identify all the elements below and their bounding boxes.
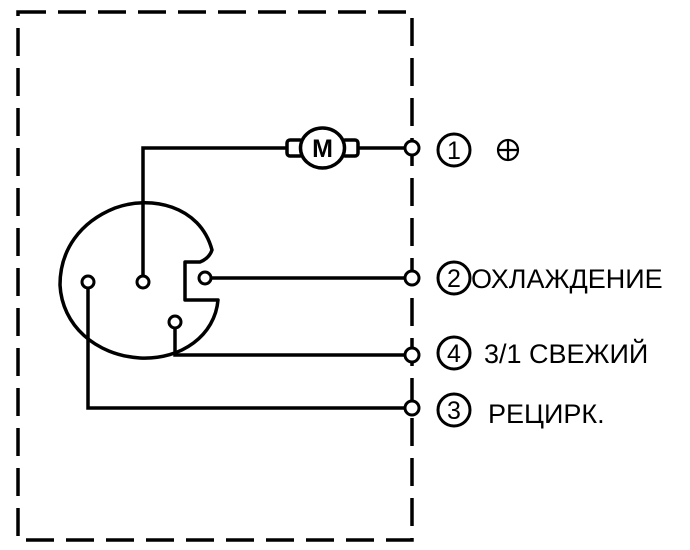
terminal-label-1: 1	[436, 132, 520, 168]
wire-switch-to-motor	[141, 146, 289, 284]
switch-pin-recirc	[80, 274, 96, 290]
switch-pin-common	[135, 274, 151, 290]
terminal-number: 4	[447, 340, 461, 368]
housing-outline	[16, 10, 414, 542]
terminal-number-ring	[436, 335, 472, 371]
terminal-point-1	[403, 139, 421, 157]
terminal-label-2: 2 ОХЛАЖДЕНИЕ	[436, 260, 663, 296]
terminal-label-text: РЕЦИРК.	[488, 399, 605, 429]
terminal-number-ring	[436, 260, 472, 296]
terminal-label-text: ОХЛАЖДЕНИЕ	[471, 264, 663, 294]
switch-pin-cooling	[197, 270, 213, 286]
motor-symbol: M	[285, 126, 360, 170]
switch-pin-fresh	[167, 314, 183, 330]
terminal-number-ring	[436, 392, 472, 428]
terminal-label-4: 4 3/1 СВЕЖИЙ	[436, 335, 648, 371]
wire-switch-to-terminal-4	[173, 320, 414, 357]
motor-letter: M	[312, 135, 333, 163]
terminal-number: 2	[447, 265, 461, 293]
terminal-point-3	[403, 399, 421, 417]
terminal-number: 1	[447, 137, 461, 165]
plus-in-circle-icon	[496, 138, 520, 162]
terminal-number-ring	[436, 132, 472, 168]
wire-switch-to-terminal-3	[86, 280, 414, 410]
terminal-label-3: 3 РЕЦИРК.	[436, 392, 605, 429]
motor-housing	[298, 126, 347, 170]
rotary-switch-body	[58, 201, 220, 360]
terminal-number: 3	[447, 397, 461, 425]
terminal-point-2	[403, 269, 421, 287]
terminal-point-4	[403, 346, 421, 364]
terminal-label-text: 3/1 СВЕЖИЙ	[484, 338, 648, 369]
